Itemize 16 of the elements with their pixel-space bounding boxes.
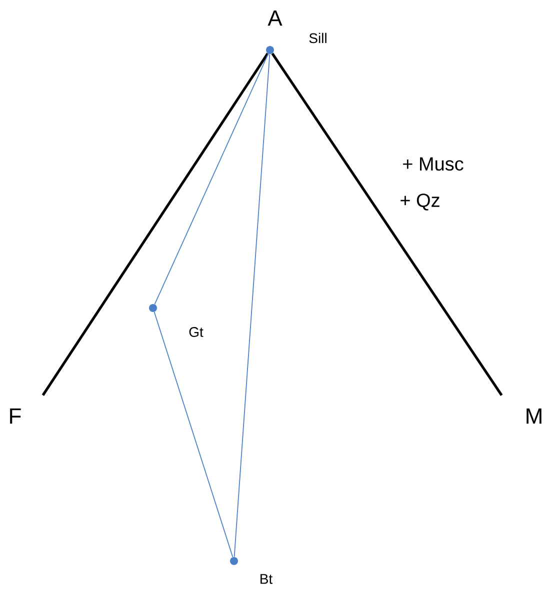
corner-label: M (526, 408, 542, 424)
phase-label: + Qz (400, 194, 440, 210)
corner-label: A (268, 10, 282, 26)
point-label: Gt (189, 327, 204, 337)
tie-line (154, 53, 269, 305)
phase-label: + Musc (403, 157, 464, 171)
tie-line (42, 52, 269, 396)
point-dot (149, 304, 157, 312)
point-label: Bt (260, 574, 273, 584)
point-dot (266, 46, 274, 54)
point-dot (230, 557, 238, 565)
tie-line (154, 312, 234, 558)
tie-line (234, 54, 270, 558)
corner-label: F (10, 408, 21, 424)
point-label: Sill (309, 32, 326, 44)
tie-line (271, 52, 503, 396)
